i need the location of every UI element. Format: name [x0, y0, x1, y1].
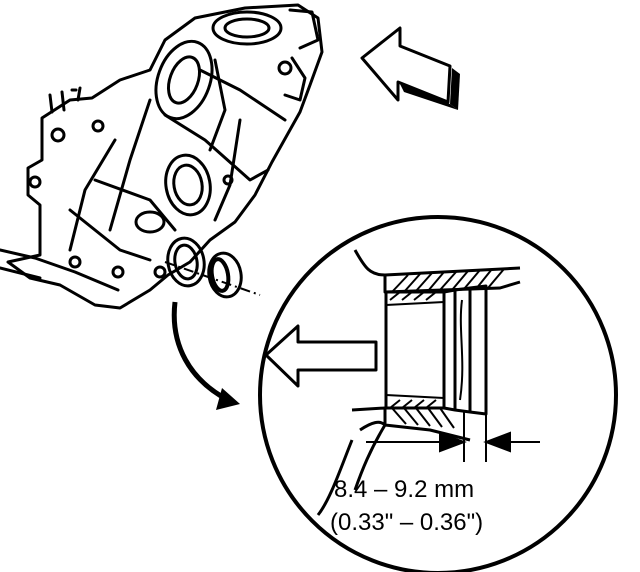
- seal-center-line: [164, 261, 261, 296]
- detail-view-circle: [258, 215, 618, 572]
- dimension-marker: [366, 412, 540, 462]
- detail-callout-arrow: [171, 301, 240, 410]
- seal-ring-installed: [166, 236, 206, 288]
- detail-section: [316, 249, 521, 516]
- seal-ring-loose: [207, 251, 243, 299]
- dimension-text-mm: 8.4 – 9.2 mm: [334, 476, 474, 503]
- dimension-text-inches: (0.33" – 0.36"): [330, 509, 483, 536]
- installation-direction-arrow: [360, 26, 460, 110]
- engine-housing: [0, 3, 324, 310]
- press-direction-arrow: [264, 324, 378, 388]
